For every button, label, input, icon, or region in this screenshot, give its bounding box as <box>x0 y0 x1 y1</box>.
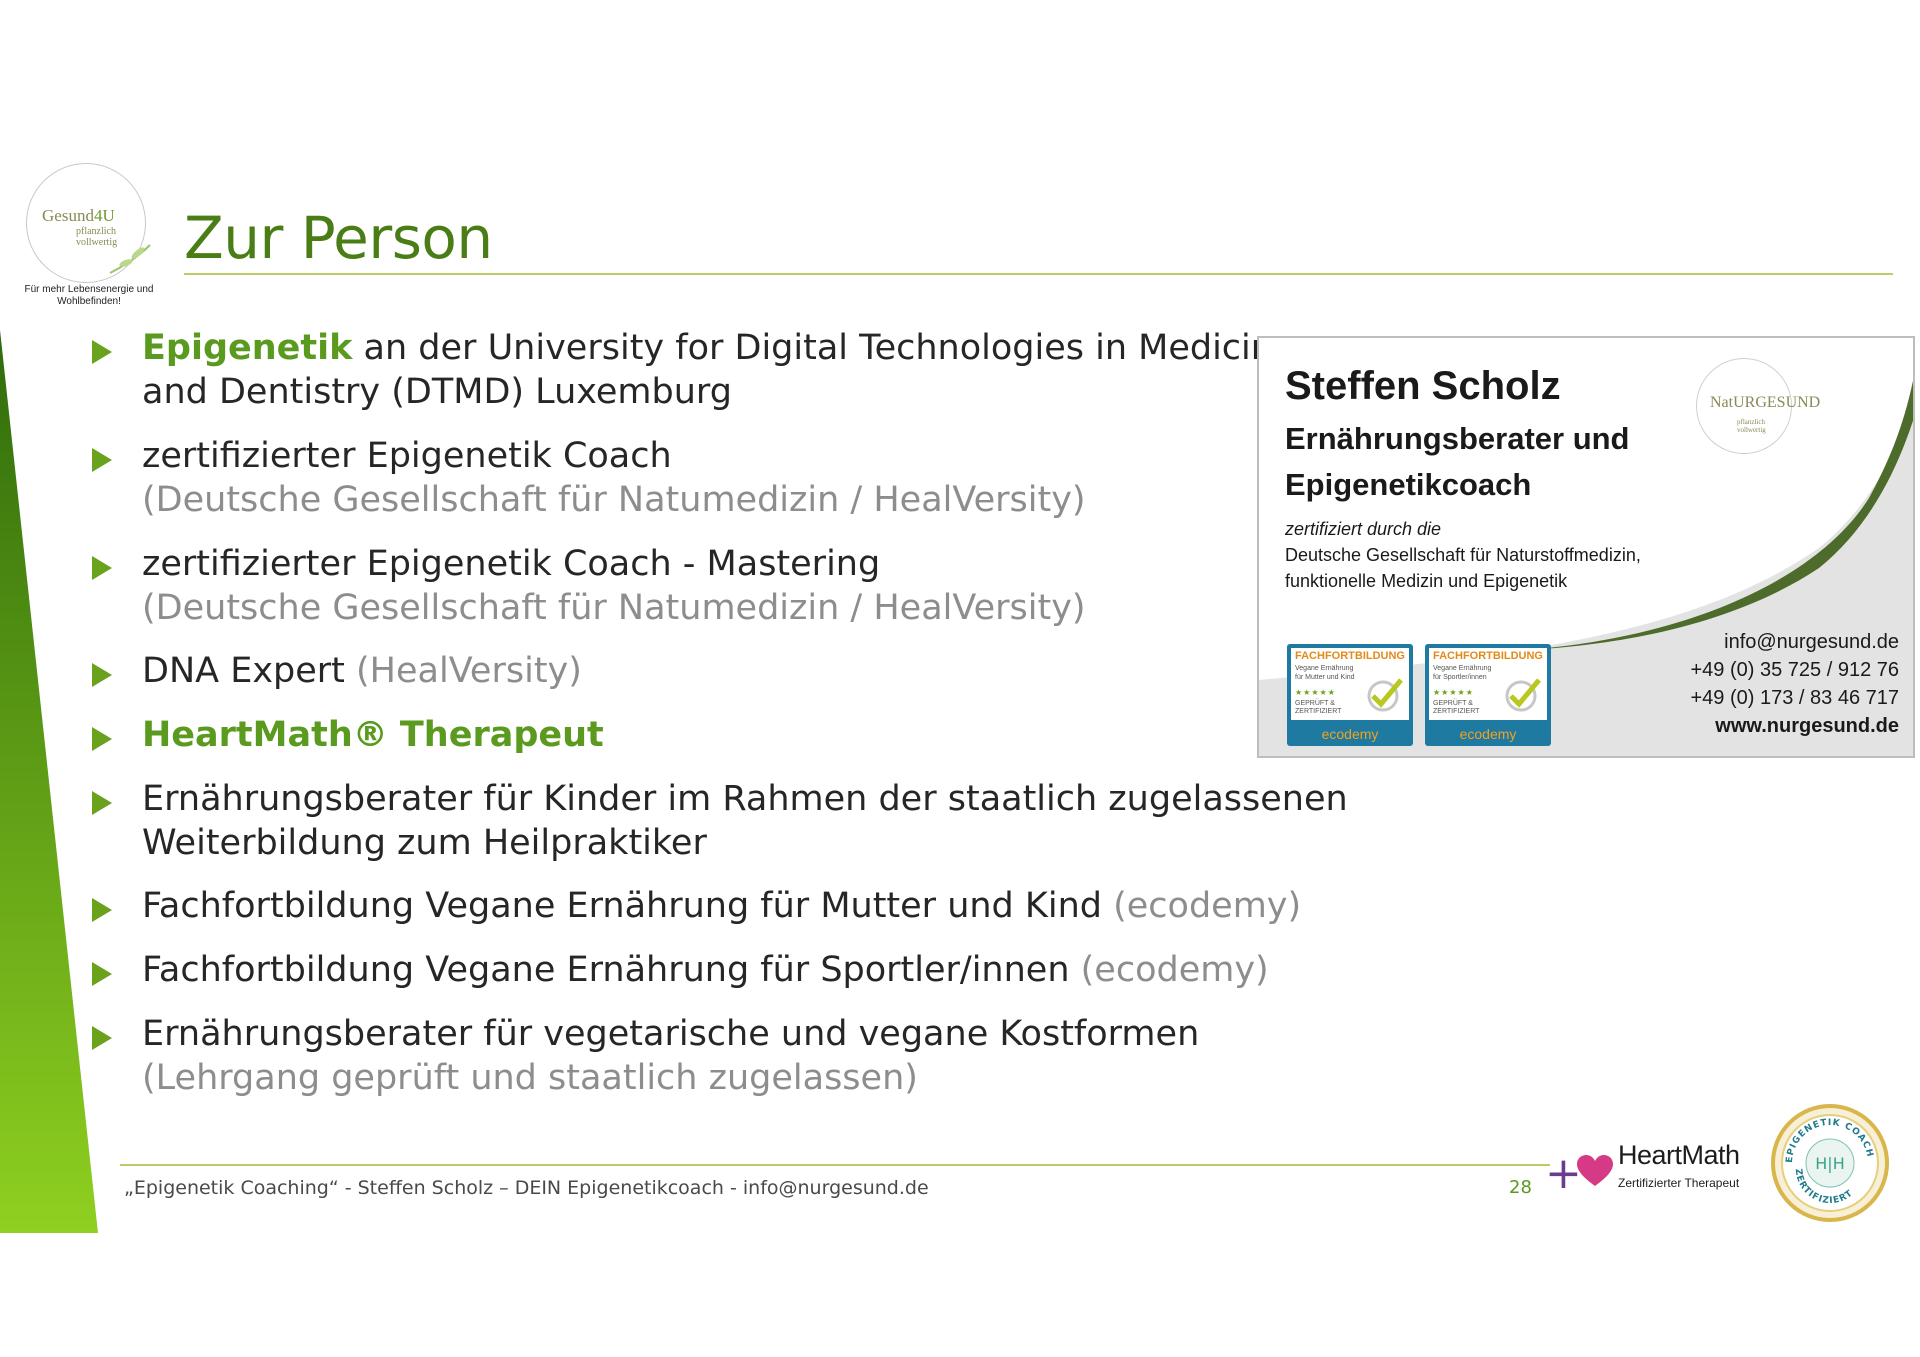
epigenetik-coach-seal: EPIGENETIK COACH ZERTIFIZIERT H|H <box>1771 1104 1889 1222</box>
bullet-text: zertifizierter Epigenetik Coach - Master… <box>142 544 1086 628</box>
card-contact: info@nurgesund.de +49 (0) 35 725 / 912 7… <box>1691 628 1900 740</box>
slide-title: Zur Person <box>184 204 493 272</box>
card-swoosh <box>1259 380 1913 756</box>
bullet-text: Fachfortbildung Vegane Ernährung für Mut… <box>142 886 1302 926</box>
logo-tagline: Für mehr Lebensenergie und Wohlbefinden! <box>24 284 154 307</box>
plus-icon: + <box>1545 1148 1582 1199</box>
card-name: Steffen Scholz <box>1285 364 1561 408</box>
gesund4u-logo: Gesund4U pflanzlich vollwertig <box>26 163 151 283</box>
ecodemy-badge: FACHFORTBILDUNG Vegane Ernährung für Mut… <box>1287 644 1413 746</box>
ecodemy-brand: ecodemy <box>1459 726 1517 742</box>
page-number: 28 <box>1509 1177 1532 1198</box>
bullet-arrow-icon <box>92 791 112 815</box>
logo-title: Gesund4U <box>42 206 115 225</box>
footer-rule <box>120 1164 1550 1166</box>
heartmath-subtitle: Zertifizierter Therapeut <box>1618 1176 1740 1190</box>
heart-icon <box>1577 1155 1613 1186</box>
title-rule <box>184 273 1893 275</box>
card-website: www.nurgesund.de <box>1715 715 1899 737</box>
star-rating: ★★★★★ <box>1433 688 1474 697</box>
footer-text: „Epigenetik Coaching“ - Steffen Scholz –… <box>124 1177 929 1199</box>
card-phone: +49 (0) 35 725 / 912 76 <box>1690 659 1900 681</box>
bullet-text: Ernährungsberater für vegetarische und v… <box>142 1014 1200 1098</box>
card-email: info@nurgesund.de <box>1724 631 1899 653</box>
bullet-arrow-icon <box>92 962 112 986</box>
bullet-text: Ernährungsberater für Kinder im Rahmen d… <box>142 779 1348 863</box>
check-icon <box>1505 678 1541 712</box>
bullet-arrow-icon <box>92 1026 112 1050</box>
leaf-icon <box>109 244 151 274</box>
card-logo-subtitle: pflanzlich vollwertig <box>1737 418 1766 434</box>
bullet-arrow-icon <box>92 727 112 751</box>
heartmath-logo-text: HeartMath <box>1618 1140 1740 1170</box>
bullet-text: DNA Expert (HealVersity) <box>142 651 582 691</box>
ecodemy-brand: ecodemy <box>1321 726 1379 742</box>
bullet-arrow-icon <box>92 340 112 364</box>
bullet-arrow-icon <box>92 663 112 687</box>
bullet-arrow-icon <box>92 448 112 472</box>
card-logo-title: NatURGESUND <box>1710 394 1821 411</box>
bullet-text: Fachfortbildung Vegane Ernährung für Spo… <box>142 950 1269 990</box>
bullet-text: HeartMath® Therapeut <box>142 715 604 755</box>
bullet-arrow-icon <box>92 556 112 580</box>
bullet-text: zertifizierter Epigenetik Coach(Deutsche… <box>142 436 1086 520</box>
seal-center: H|H <box>1815 1154 1844 1173</box>
card-mobile: +49 (0) 173 / 83 46 717 <box>1690 687 1900 709</box>
check-icon <box>1367 678 1403 712</box>
bullet-text: Epigenetik an der University for Digital… <box>142 328 1295 412</box>
star-rating: ★★★★★ <box>1295 688 1336 697</box>
naturgesund-logo: NatURGESUND pflanzlich vollwertig <box>1696 358 1820 454</box>
bullet-arrow-icon <box>92 898 112 922</box>
ecodemy-badge: FACHFORTBILDUNG Vegane Ernährung für Spo… <box>1425 644 1551 746</box>
logo-subtitle: pflanzlich vollwertig <box>76 226 118 248</box>
